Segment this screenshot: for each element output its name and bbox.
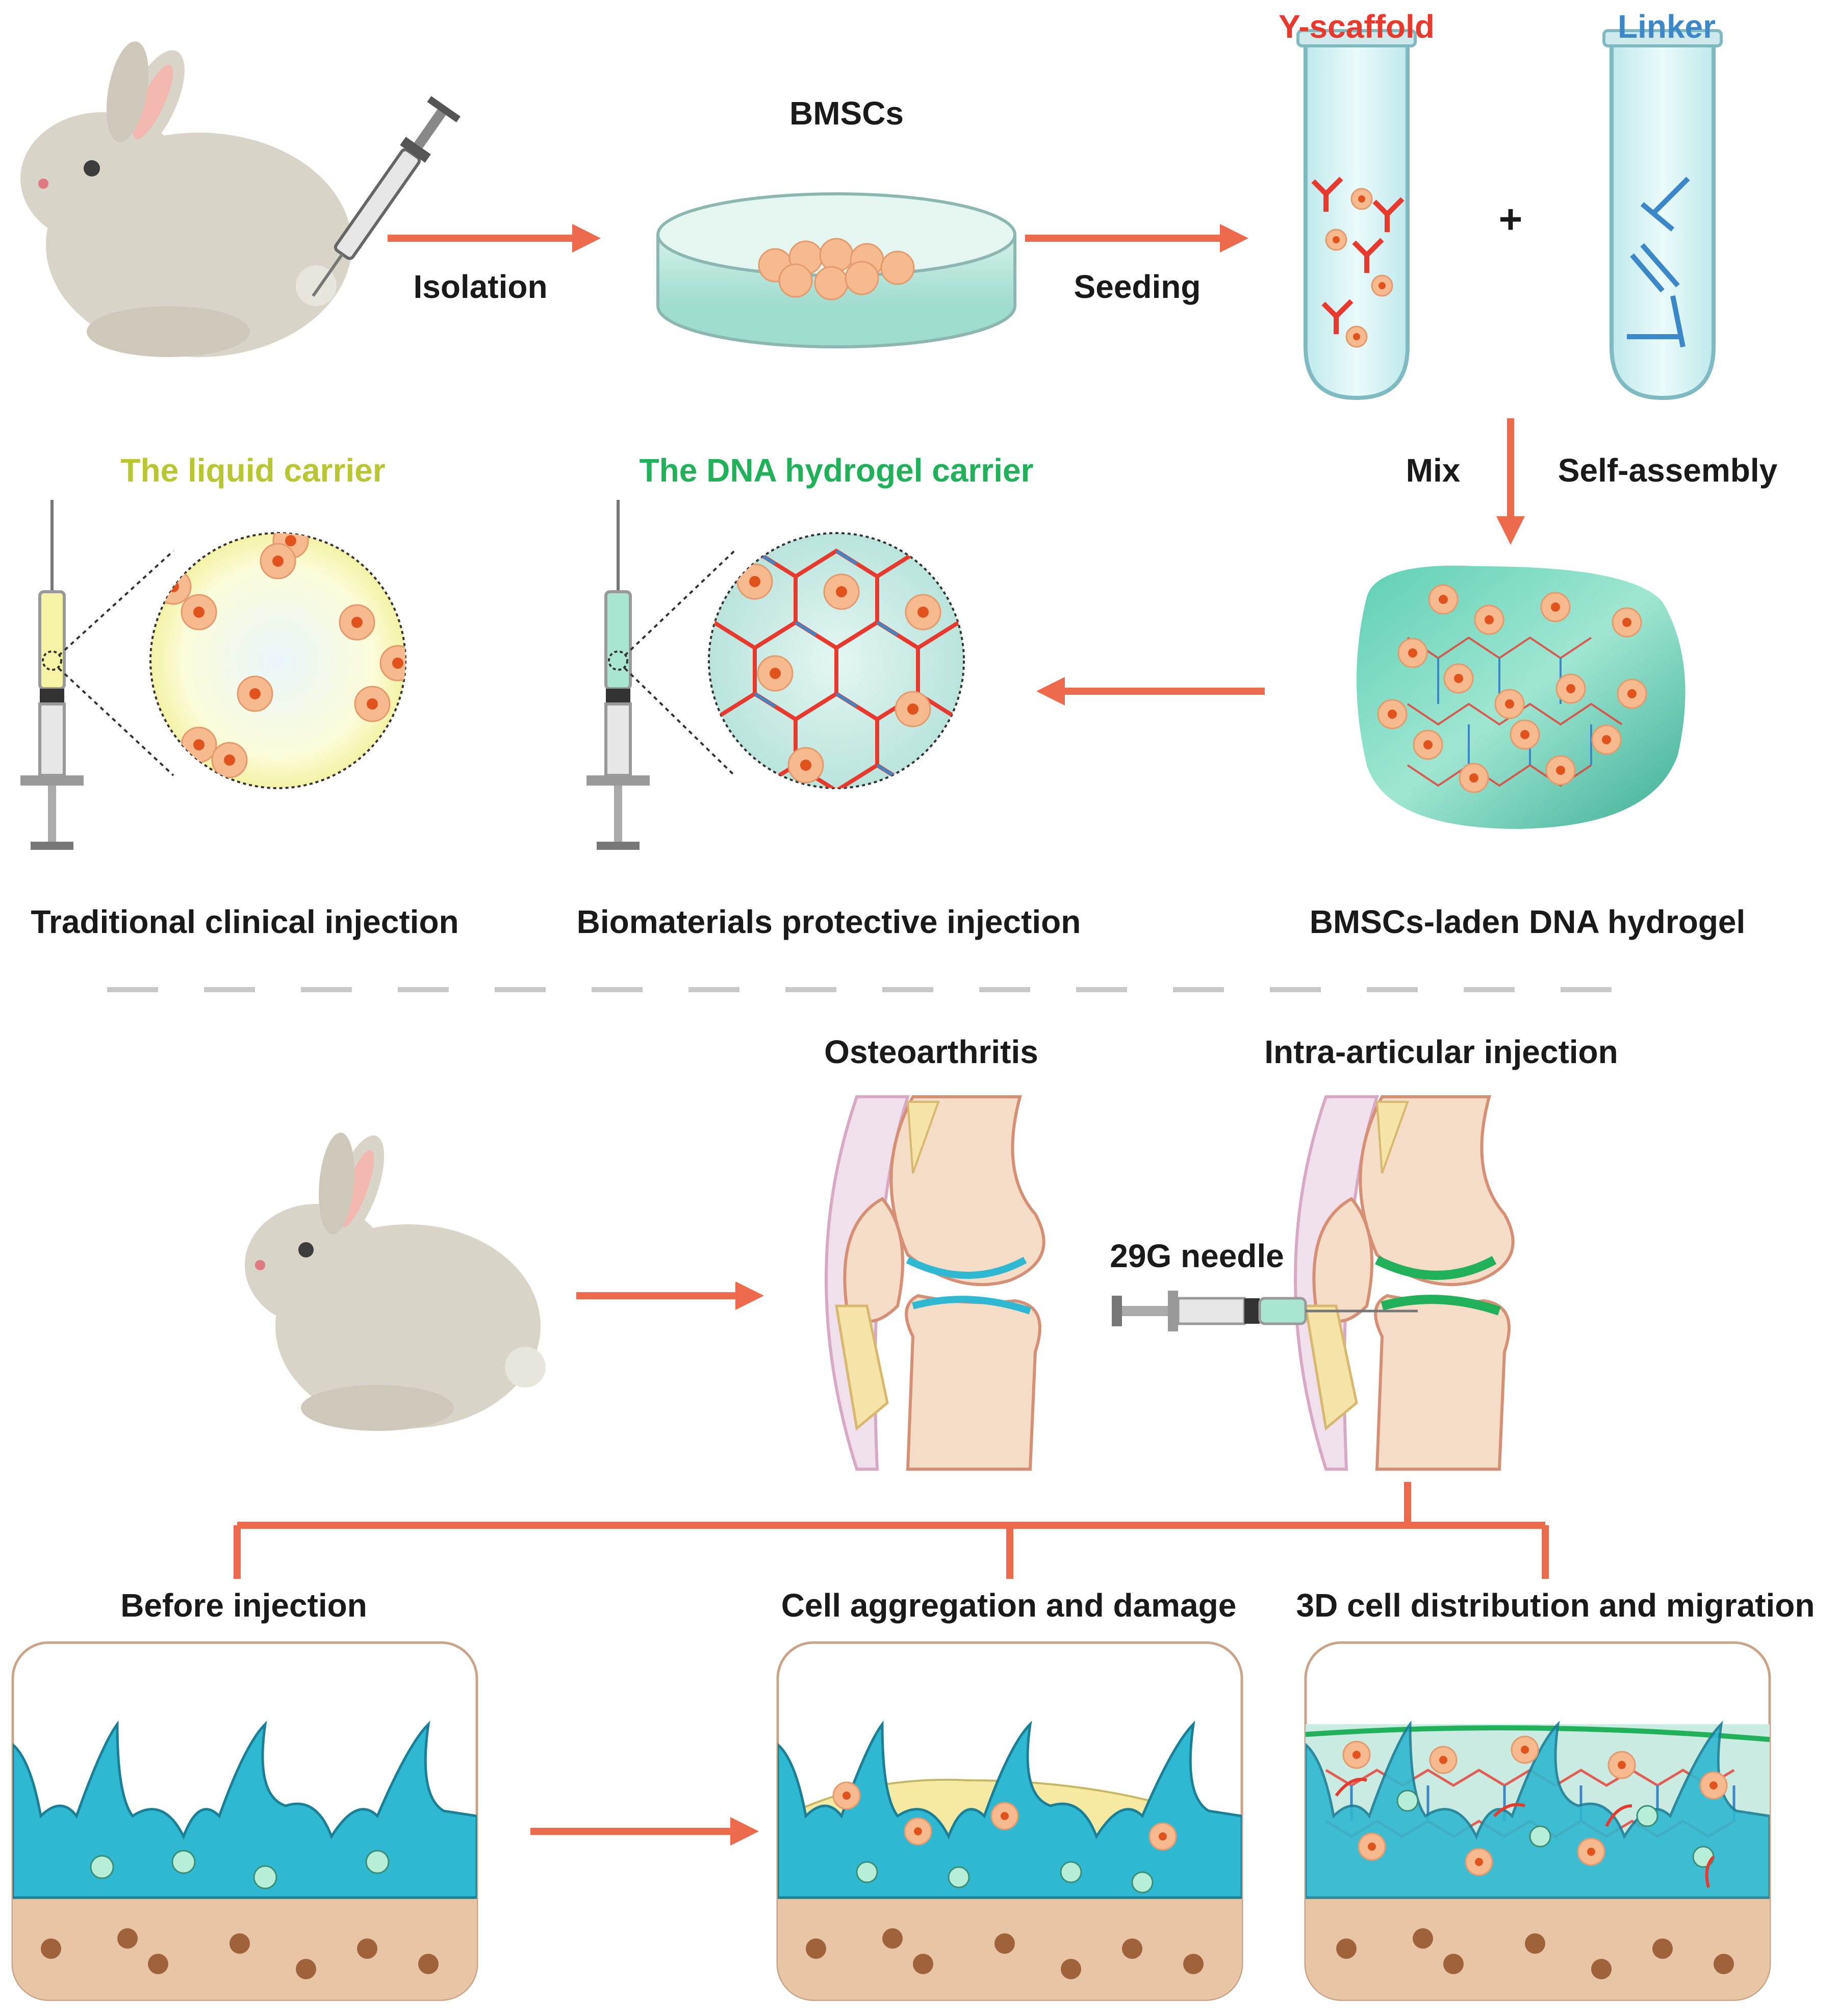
mix-label: Mix — [1406, 452, 1461, 489]
hydrogel-blob-icon — [1357, 565, 1686, 829]
before-injection-label: Before injection — [120, 1587, 367, 1624]
result-bracket — [234, 1482, 1549, 1579]
biomaterials-injection-label: Biomaterials protective injection — [576, 903, 1081, 940]
knee-joint-icon — [825, 1095, 1045, 1471]
cartilage-panel-icon — [776, 1641, 1243, 2001]
hydrogel-carrier-zoom — [708, 532, 965, 789]
test-tube-icon — [1296, 29, 1417, 400]
dna-hydrogel-carrier-label: The DNA hydrogel carrier — [639, 452, 1034, 489]
cell-distribution-label: 3D cell distribution and migration — [1296, 1587, 1815, 1624]
bmscs-label: BMSCs — [789, 95, 904, 132]
rabbit-icon — [245, 1132, 546, 1431]
rabbit-icon — [20, 41, 352, 357]
self-assembly-label: Self-assembly — [1558, 452, 1778, 489]
bmscs-laden-hydrogel-label: BMSCs-laden DNA hydrogel — [1309, 903, 1746, 940]
cartilage-panel-icon — [11, 1641, 478, 2001]
syringe-icon — [20, 500, 84, 850]
petri-dish-icon — [656, 192, 1016, 348]
liquid-carrier-label: The liquid carrier — [120, 452, 386, 489]
linker-label: Linker — [1617, 8, 1716, 45]
plus-label: + — [1498, 196, 1523, 242]
syringe-icon — [1112, 1291, 1418, 1331]
cartilage-panel-icon — [1304, 1641, 1771, 2001]
osteoarthritis-label: Osteoarthritis — [824, 1034, 1038, 1070]
cell-aggregation-label: Cell aggregation and damage — [781, 1587, 1237, 1624]
liquid-carrier-zoom — [149, 532, 406, 789]
needle-29g-label: 29G needle — [1110, 1238, 1284, 1274]
intra-articular-label: Intra-articular injection — [1264, 1034, 1618, 1070]
syringe-icon — [312, 96, 461, 297]
knee-joint-icon — [1294, 1095, 1515, 1471]
y-scaffold-label: Y-scaffold — [1279, 8, 1435, 45]
isolation-label: Isolation — [413, 268, 548, 305]
test-tube-icon — [1602, 29, 1723, 400]
seeding-label: Seeding — [1074, 268, 1201, 305]
traditional-injection-label: Traditional clinical injection — [31, 903, 459, 940]
syringe-icon — [586, 500, 650, 850]
